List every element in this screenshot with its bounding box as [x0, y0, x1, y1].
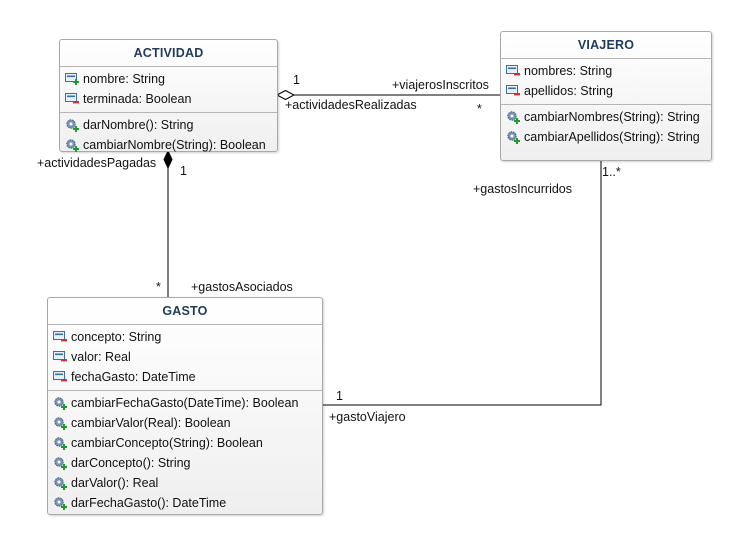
attribute-row: terminada: Boolean	[60, 89, 277, 109]
attribute-text: nombre: String	[83, 72, 165, 86]
role-label: +gastosIncurridos	[473, 182, 573, 196]
operation-public-icon	[53, 476, 67, 490]
operation-public-icon	[53, 456, 67, 470]
operation-public-icon	[53, 496, 67, 510]
multiplicity-label: 1	[336, 389, 343, 403]
attribute-text: fechaGasto: DateTime	[71, 370, 196, 384]
attribute-row: nombre: String	[60, 69, 277, 89]
operation-row: cambiarValor(Real): Boolean	[48, 413, 322, 433]
aggregation-diamond	[275, 89, 296, 101]
attribute-private-icon	[506, 64, 520, 78]
role-label: +actividadesPagadas	[37, 156, 157, 170]
attributes-section: nombre: String terminada: Boolean	[60, 67, 277, 113]
attribute-private-icon	[53, 350, 67, 364]
attribute-private-icon	[65, 92, 79, 106]
operation-text: cambiarNombre(String): Boolean	[83, 138, 266, 152]
class-name: GASTO	[48, 298, 322, 325]
role-label: +actividadesRealizadas	[285, 98, 417, 112]
attributes-section: concepto: String valor: Real fechaGasto:…	[48, 325, 322, 391]
class-viajero[interactable]: VIAJERO nombres: String apellidos: Strin…	[500, 31, 712, 161]
attribute-text: valor: Real	[71, 350, 131, 364]
operation-public-icon	[65, 138, 79, 152]
operation-row: darFechaGasto(): DateTime	[48, 493, 322, 513]
class-actividad[interactable]: ACTIVIDAD nombre: String terminada: Bool…	[59, 39, 278, 152]
operation-text: cambiarConcepto(String): Boolean	[71, 436, 263, 450]
operation-text: cambiarValor(Real): Boolean	[71, 416, 231, 430]
operation-text: darConcepto(): String	[71, 456, 191, 470]
operation-text: darValor(): Real	[71, 476, 159, 490]
class-name: ACTIVIDAD	[60, 40, 277, 67]
operation-row: darValor(): Real	[48, 473, 322, 493]
attributes-section: nombres: String apellidos: String	[501, 59, 711, 105]
operation-public-icon	[53, 396, 67, 410]
operation-row: darNombre(): String	[60, 115, 277, 135]
operation-row: cambiarNombre(String): Boolean	[60, 135, 277, 155]
operation-public-icon	[53, 436, 67, 450]
role-label: +viajerosInscritos	[392, 78, 489, 92]
association-viajero-gasto	[323, 161, 602, 406]
class-gasto[interactable]: GASTO concepto: String valor: Real fecha…	[47, 297, 323, 515]
attribute-text: apellidos: String	[524, 84, 613, 98]
attribute-row: concepto: String	[48, 327, 322, 347]
multiplicity-label: *	[477, 102, 482, 116]
operation-row: darConcepto(): String	[48, 453, 322, 473]
role-label: +gastosAsociados	[191, 280, 293, 294]
operation-text: cambiarNombres(String): String	[524, 110, 700, 124]
operation-row: cambiarApellidos(String): String	[501, 127, 711, 147]
attribute-row: valor: Real	[48, 347, 322, 367]
multiplicity-label: 1	[293, 73, 300, 87]
role-label: +gastoViajero	[329, 410, 406, 424]
operation-public-icon	[506, 130, 520, 144]
operation-text: cambiarApellidos(String): String	[524, 130, 700, 144]
operation-row: cambiarNombres(String): String	[501, 107, 711, 127]
attribute-text: nombres: String	[524, 64, 613, 78]
operation-public-icon	[65, 118, 79, 132]
operation-public-icon	[53, 416, 67, 430]
operation-text: darFechaGasto(): DateTime	[71, 496, 227, 510]
multiplicity-label: *	[156, 280, 161, 294]
operations-section: darNombre(): String cambiarNombre(String…	[60, 113, 277, 158]
attribute-private-icon	[506, 84, 520, 98]
attribute-row: fechaGasto: DateTime	[48, 367, 322, 387]
attribute-public-icon	[65, 72, 79, 86]
class-name: VIAJERO	[501, 32, 711, 59]
attribute-text: terminada: Boolean	[83, 92, 192, 106]
attribute-row: apellidos: String	[501, 81, 711, 101]
composition-diamond	[163, 149, 173, 170]
operation-text: darNombre(): String	[83, 118, 194, 132]
attribute-text: concepto: String	[71, 330, 162, 344]
operations-section: cambiarFechaGasto(DateTime): Boolean cam…	[48, 391, 322, 516]
multiplicity-label: 1..*	[602, 165, 621, 179]
attribute-private-icon	[53, 370, 67, 384]
attribute-row: nombres: String	[501, 61, 711, 81]
attribute-private-icon	[53, 330, 67, 344]
operation-public-icon	[506, 110, 520, 124]
multiplicity-label: 1	[180, 164, 187, 178]
operations-section: cambiarNombres(String): String cambiarAp…	[501, 105, 711, 150]
operation-row: cambiarFechaGasto(DateTime): Boolean	[48, 393, 322, 413]
operation-text: cambiarFechaGasto(DateTime): Boolean	[71, 396, 299, 410]
operation-row: cambiarConcepto(String): Boolean	[48, 433, 322, 453]
